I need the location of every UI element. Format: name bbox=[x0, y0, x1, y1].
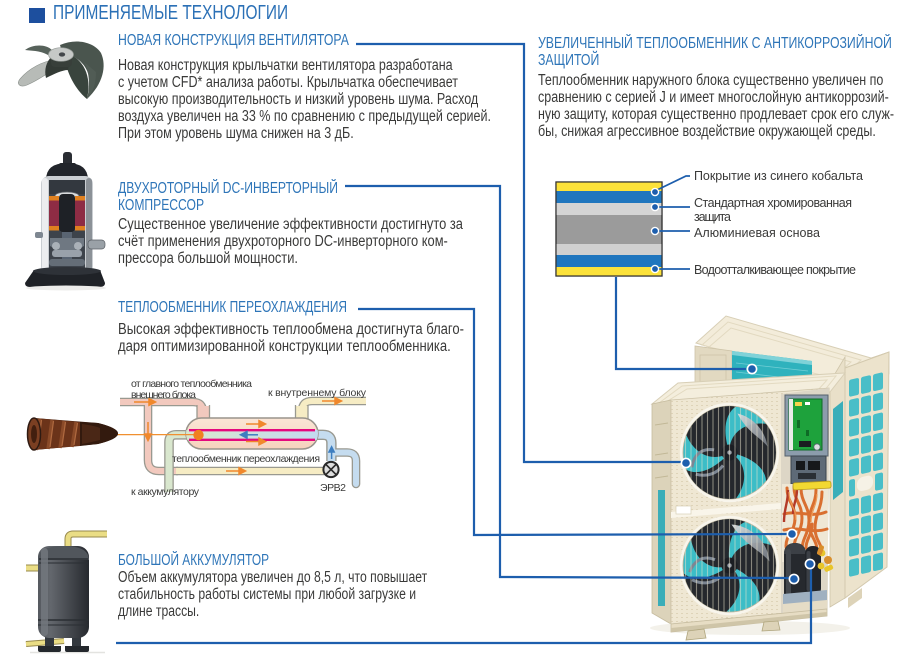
svg-text:защита: защита bbox=[694, 210, 731, 224]
svg-text:теплообменник переохлаждения: теплообменник переохлаждения bbox=[172, 453, 320, 465]
svg-text:к внутреннему блоку: к внутреннему блоку bbox=[268, 387, 367, 399]
svg-text:Стандартная хромированная: Стандартная хромированная bbox=[694, 196, 852, 210]
svg-text:ЭРВ2: ЭРВ2 bbox=[320, 482, 346, 494]
svg-text:к аккумулятору: к аккумулятору bbox=[131, 486, 200, 498]
svg-text:от главного теплообменника: от главного теплообменника bbox=[131, 378, 252, 390]
svg-text:Водоотталкивающее покрытие: Водоотталкивающее покрытие bbox=[694, 263, 856, 277]
svg-text:Алюминиевая основа: Алюминиевая основа bbox=[694, 226, 820, 240]
svg-text:Покрытие из синего кобальта: Покрытие из синего кобальта bbox=[694, 169, 863, 183]
svg-text:внешнего блока: внешнего блока bbox=[131, 389, 196, 401]
